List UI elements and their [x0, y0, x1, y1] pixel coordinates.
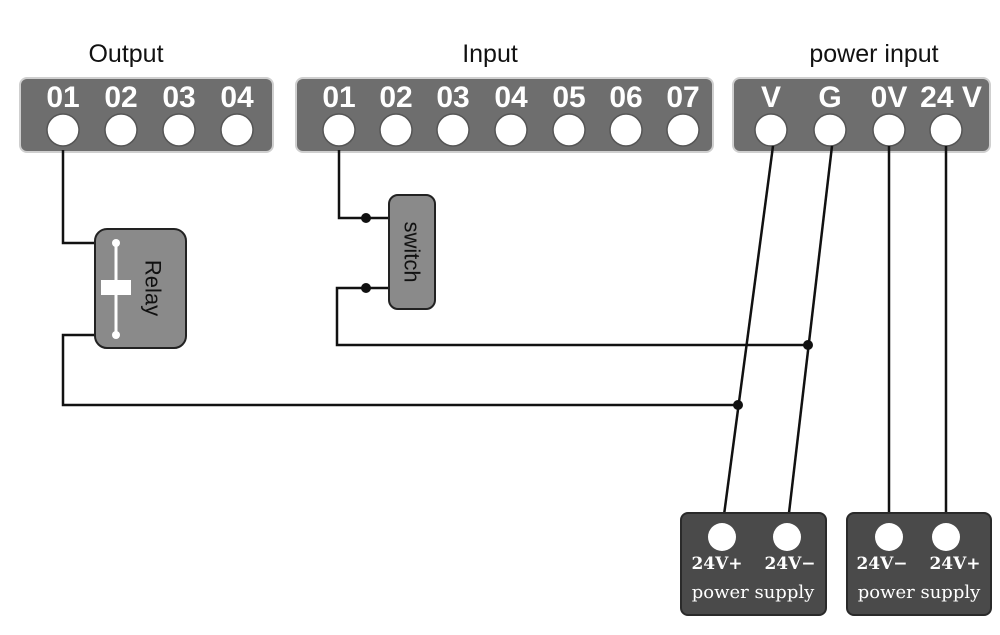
psu1-terminal-plus [708, 523, 736, 551]
switch-label: switch [400, 221, 425, 282]
psu2-terminal-plus [932, 523, 960, 551]
input-terminal-07-label: 07 [666, 81, 699, 114]
power-terminal-24v-label: 24 V [920, 81, 982, 114]
input-terminal-03-label: 03 [436, 81, 469, 114]
output-terminal-01-label: 01 [46, 81, 79, 114]
power-terminal-24v-screw [929, 113, 963, 147]
output-terminal-02-label: 02 [104, 81, 137, 114]
psu1-left-label: 24V+ [691, 554, 742, 574]
relay-contact-top [112, 239, 120, 247]
input-terminal-06-screw [609, 113, 643, 147]
relay-body [94, 228, 187, 349]
wire-power-g-to-psu1-minus [785, 145, 834, 531]
psu2-left-label: 24V− [856, 554, 907, 574]
power-terminal-v-label: V [761, 81, 781, 114]
power-terminal-g-screw [813, 113, 847, 147]
input-terminal-03-screw [436, 113, 470, 147]
wire-input01-to-switch [337, 150, 389, 220]
junction-node [803, 340, 813, 350]
input-terminal-06-label: 06 [609, 81, 642, 114]
input-terminal-01-label: 01 [322, 81, 355, 114]
output-terminal-04-screw [220, 113, 254, 147]
input-terminal-05-label: 05 [552, 81, 585, 114]
junction-node [361, 283, 371, 293]
output-terminal-block: 01 02 03 04 [19, 77, 274, 153]
psu2-right-label: 24V+ [929, 554, 980, 574]
relay: Relay [94, 228, 187, 349]
power-input-terminal-block: V G 0V 24 V [732, 77, 991, 153]
input-terminal-05-screw [552, 113, 586, 147]
wires [61, 145, 948, 531]
psu2-terminal-minus [875, 523, 903, 551]
junction-node [361, 213, 371, 223]
psu2-caption: power supply [858, 582, 981, 603]
output-terminal-03-label: 03 [162, 81, 195, 114]
input-terminal-02-label: 02 [379, 81, 412, 114]
relay-coil-icon [101, 280, 131, 295]
power-terminal-0v-label: 0V [871, 81, 908, 114]
input-terminal-04-label: 04 [494, 81, 528, 114]
power-terminal-g-label: G [818, 81, 841, 114]
output-terminal-02-screw [104, 113, 138, 147]
output-terminal-04-label: 04 [220, 81, 254, 114]
wire-power-v-to-psu1-plus [720, 145, 775, 531]
input-terminal-02-screw [379, 113, 413, 147]
switch-body [388, 194, 436, 310]
power-terminal-0v-screw [872, 113, 906, 147]
junction-node [733, 400, 743, 410]
power-input-title: power input [809, 40, 938, 68]
psu1-right-label: 24V− [764, 554, 815, 574]
input-title: Input [462, 40, 518, 68]
output-terminal-03-screw [162, 113, 196, 147]
power-supply-1: 24V+ 24V− power supply [680, 512, 827, 616]
switch: switch [388, 194, 436, 310]
psu1-caption: power supply [692, 582, 815, 603]
output-terminal-01-screw [46, 113, 80, 147]
input-terminal-04-screw [494, 113, 528, 147]
input-terminal-01-screw [322, 113, 356, 147]
relay-label: Relay [141, 260, 166, 316]
power-terminal-v-screw [754, 113, 788, 147]
input-terminal-block: 01 02 03 04 05 06 07 [295, 77, 714, 153]
psu1-terminal-minus [773, 523, 801, 551]
output-title: Output [88, 40, 163, 68]
wire-relay-to-power-v [61, 333, 738, 407]
input-terminal-07-screw [666, 113, 700, 147]
power-supply-2: 24V− 24V+ power supply [846, 512, 992, 616]
relay-contact-bottom [112, 331, 120, 339]
